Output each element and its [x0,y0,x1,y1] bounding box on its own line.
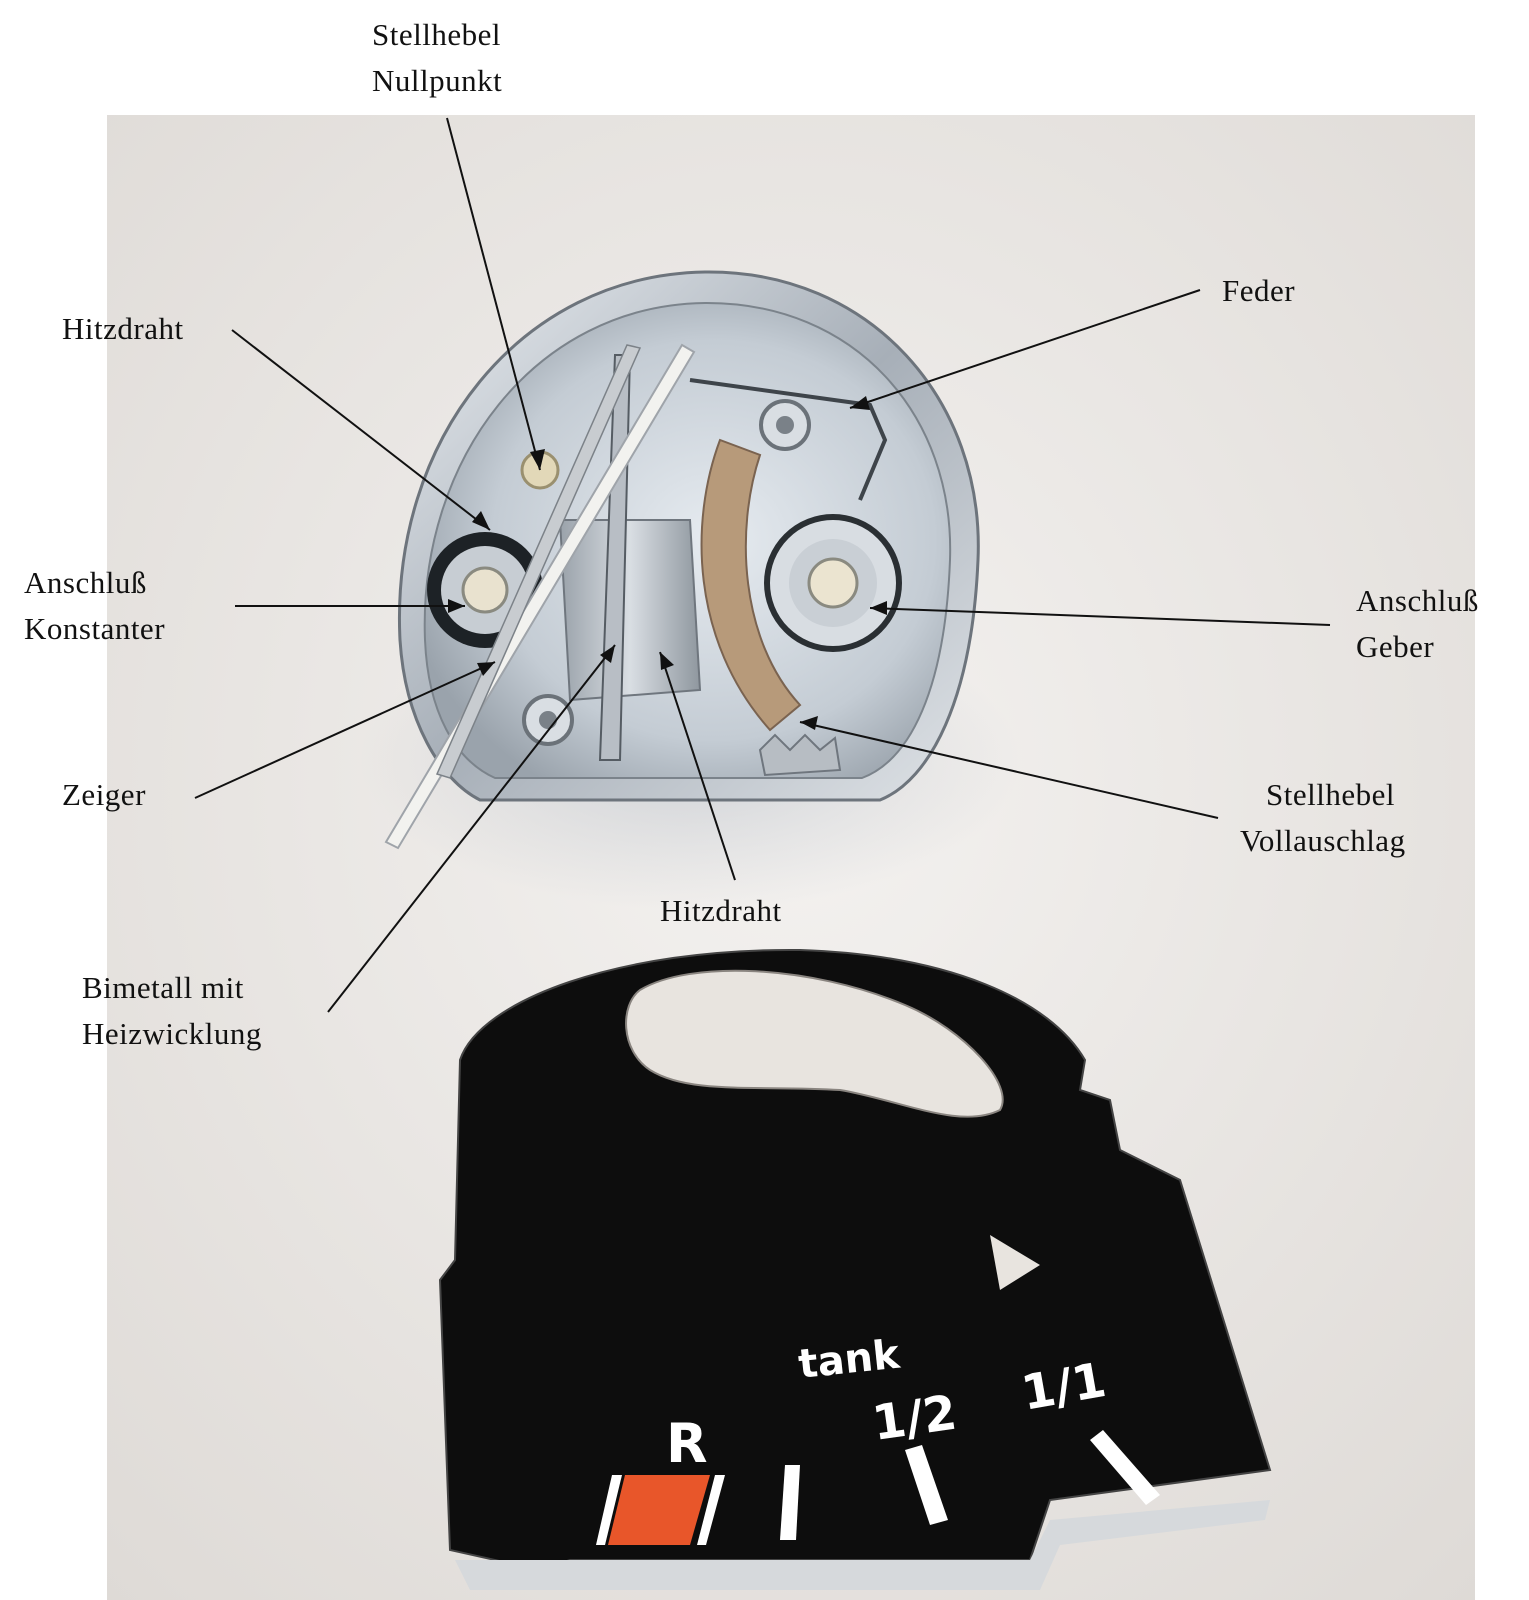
label-hitzdraht-left: Hitzdraht [62,306,184,352]
label-text-line: Nullpunkt [372,63,503,98]
gauge-housing [384,270,980,850]
reserve-mark [608,1475,710,1545]
label-anschluss-geber: Anschluß Geber [1356,578,1479,670]
leader-bimetall [327,644,616,1013]
leader-lines [194,117,1331,1013]
label-text-line: Feder [1222,273,1296,308]
label-text-line: Heizwicklung [82,1016,262,1051]
label-text-line: Bimetall mit [82,970,244,1005]
reserve-mark-edge-left [596,1475,622,1545]
arrowhead-feder [850,396,870,410]
tank-dial-face: tank R 1/2 1/1 [438,948,1272,1590]
scale-tick-quarter [780,1465,800,1540]
dial-reserve-letter: R [666,1412,708,1475]
label-text-line: Vollauschlag [1240,823,1406,858]
arrowhead-geber [870,601,887,615]
label-bimetall: Bimetall mit Heizwicklung [82,965,262,1057]
label-text-line: Anschluß [24,565,147,600]
arrowhead-konstanter [448,599,465,613]
label-text-line: Hitzdraht [62,311,184,346]
label-anschluss-konstanter: Anschluß Konstanter [24,560,165,652]
label-text-line: Geber [1356,629,1435,664]
label-hitzdraht-bottom: Hitzdraht [660,888,782,934]
label-text-line: Hitzdraht [660,893,782,928]
leader-anschluss-geber [869,607,1331,626]
leader-arrowheads [448,396,887,730]
leader-hitzdraht-left [231,329,491,531]
leader-feder [849,289,1201,409]
leader-zeiger [194,661,496,799]
arrowhead-hitzdraht-bottom [660,652,674,670]
dial-half-label: 1/2 [869,1385,960,1452]
leader-stellhebel-nullpunkt [446,117,541,471]
label-stellhebel-nullpunkt: Stellhebel Nullpunkt [372,12,502,104]
label-stellhebel-vollausschlag: Stellhebel Vollauschlag [1240,772,1406,864]
arrowhead-hitzdraht-left [472,511,490,530]
label-text-line: Stellhebel [372,17,501,52]
dial-word-tank: tank [796,1331,903,1387]
label-feder: Feder [1222,268,1295,314]
label-text-line: Anschluß [1356,583,1479,618]
label-zeiger: Zeiger [62,772,146,818]
label-text-line: Konstanter [24,611,166,646]
leader-stellhebel-vollausschlag [799,721,1219,819]
arrowhead-bimetall [600,645,615,663]
reserve-mark-edge-right [697,1475,725,1545]
label-text-line: Stellhebel [1266,777,1395,812]
arrowhead-vollausschlag [800,716,818,730]
scale-tick-full [1090,1430,1160,1505]
scale-tick-half [905,1445,948,1525]
arrowhead-zeiger [477,662,495,676]
label-text-line: Zeiger [62,777,146,812]
arrowhead-nullpunkt [530,449,545,470]
leader-hitzdraht-bottom [659,651,736,881]
